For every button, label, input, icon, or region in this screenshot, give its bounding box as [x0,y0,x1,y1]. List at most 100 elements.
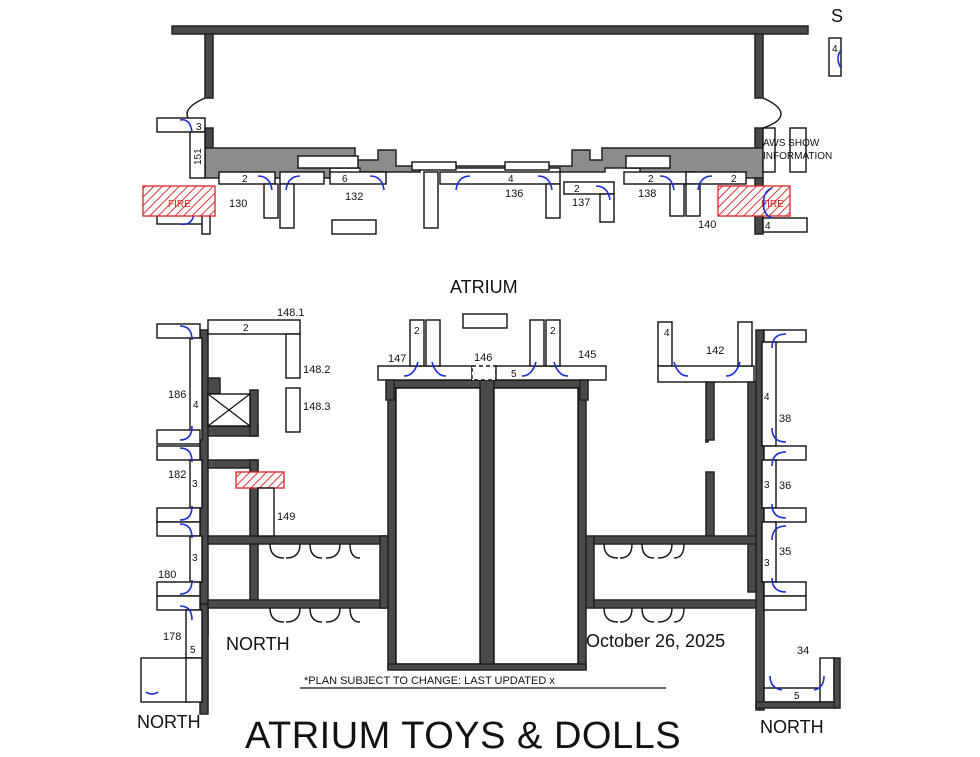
wall [705,471,715,537]
booth-size: 2 [731,174,737,185]
booth-size: 3 [764,558,770,569]
booth-35[interactable]: 3 35 [761,521,807,597]
booth-size: 2 [574,184,580,195]
upper-hall-top-wall [171,25,809,35]
wall [387,379,397,669]
booth-entry-arc [673,361,689,377]
counter [625,155,671,169]
booth-size: 5 [190,645,196,656]
booth-137[interactable]: 2 137 [563,181,615,223]
booth-130[interactable]: 2 130 [218,171,279,219]
booth-entry-arc [595,185,611,201]
atrium-label: ATRIUM [450,277,518,297]
booth-140[interactable]: 2 140 [685,171,747,231]
booth-34[interactable]: 5 34 [763,645,835,703]
booth-38[interactable]: 4 38 [761,329,807,461]
booth-entry-arc [771,525,787,541]
booth-entry-arc [257,175,273,191]
wall [207,599,389,609]
booth-number: 132 [345,191,363,203]
booth-entry-arc [179,505,193,521]
wall [207,377,221,395]
booth-number: 145 [578,349,596,361]
booth-142[interactable]: 4 142 [657,321,755,383]
booth-147[interactable]: 2 147 [377,319,473,381]
door-row-left-2 [269,607,361,623]
booth-entry-arc [762,201,773,219]
booth-size: 2 [648,174,654,185]
info-stand [789,127,807,173]
booth-entry-arc [771,577,787,593]
counter [411,161,457,171]
booth-entry-arc [369,175,385,191]
atrium-panel [395,387,481,665]
booth-182[interactable]: 3 182 [156,445,203,523]
booth-entry-arc [769,675,783,691]
booth-number: 180 [158,569,176,581]
booth-number: 148.2 [303,364,331,376]
booth-entry-arc [179,605,193,621]
booth-entry-arc [521,361,537,377]
booth-number: 178 [163,631,181,643]
booth-186[interactable]: 4 186 [156,323,203,445]
booth-145[interactable]: 2 5 145 [495,319,607,381]
booth-180[interactable]: 3 180 [156,521,203,597]
booth-number: 186 [168,389,186,401]
booth-entry-arc [179,447,193,463]
north-label: NORTH [137,712,201,732]
booth-entry-arc [771,427,787,443]
counter [462,313,508,329]
booth-136[interactable]: 4 136 [423,171,561,229]
booth-number: 38 [779,413,791,425]
booth-148-1[interactable]: 2 148.1 148.2 [207,307,331,379]
booth-148-3[interactable]: 148.3 [285,387,331,433]
booth-number: 148.1 [277,307,305,319]
wall [585,535,595,609]
booth-far-left[interactable] [140,657,192,703]
booth-size: 3 [764,480,770,491]
wall [207,535,389,545]
north-label: NORTH [226,634,290,654]
booth-size: 3 [192,553,198,564]
upper-hall-right-wall [754,33,764,99]
booth-aws-info[interactable]: 4 [762,187,808,233]
booth-corner[interactable] [828,37,842,77]
booth-36[interactable]: 3 36 [761,451,807,523]
booth-size: 2 [550,326,556,337]
wall [833,657,841,709]
date-label: October 26, 2025 [586,631,725,651]
booth-149[interactable]: 149 [257,487,295,537]
center-atrium [379,379,595,671]
booth-size: 4 [193,400,199,411]
door-row-left-1 [269,543,361,559]
booth-entry-arc [697,175,713,191]
booth-number: 149 [277,511,295,523]
wall [385,379,395,401]
section-letter: S [831,6,843,26]
counter [504,161,550,171]
booth-size: 6 [342,174,348,185]
booth-138[interactable]: 2 138 [623,171,695,217]
door-icon [762,97,782,129]
booth-number: 182 [168,469,186,481]
info-stand [762,127,776,173]
booth-151[interactable]: 3 151 [156,117,206,179]
booth-178[interactable]: 5 178 [156,595,203,659]
fire-exit-mid [235,471,285,489]
wall [593,535,757,545]
booth-far-left-side[interactable] [185,657,203,703]
counter [297,155,359,169]
booth-35-lower[interactable] [763,595,807,611]
booth-number: 142 [706,345,724,357]
booth-number: 35 [779,546,791,558]
wall [705,439,709,443]
booth-132[interactable]: 6 132 [279,171,387,229]
booth-number: 138 [638,188,656,200]
booth-number: 136 [505,188,523,200]
north-label: NORTH [760,717,824,737]
booth-number: 130 [229,198,247,210]
booth-entry-arc [179,523,193,539]
aws-show-info-label: AWS SHOW [763,138,820,149]
booth-146[interactable]: 146 [471,352,497,381]
